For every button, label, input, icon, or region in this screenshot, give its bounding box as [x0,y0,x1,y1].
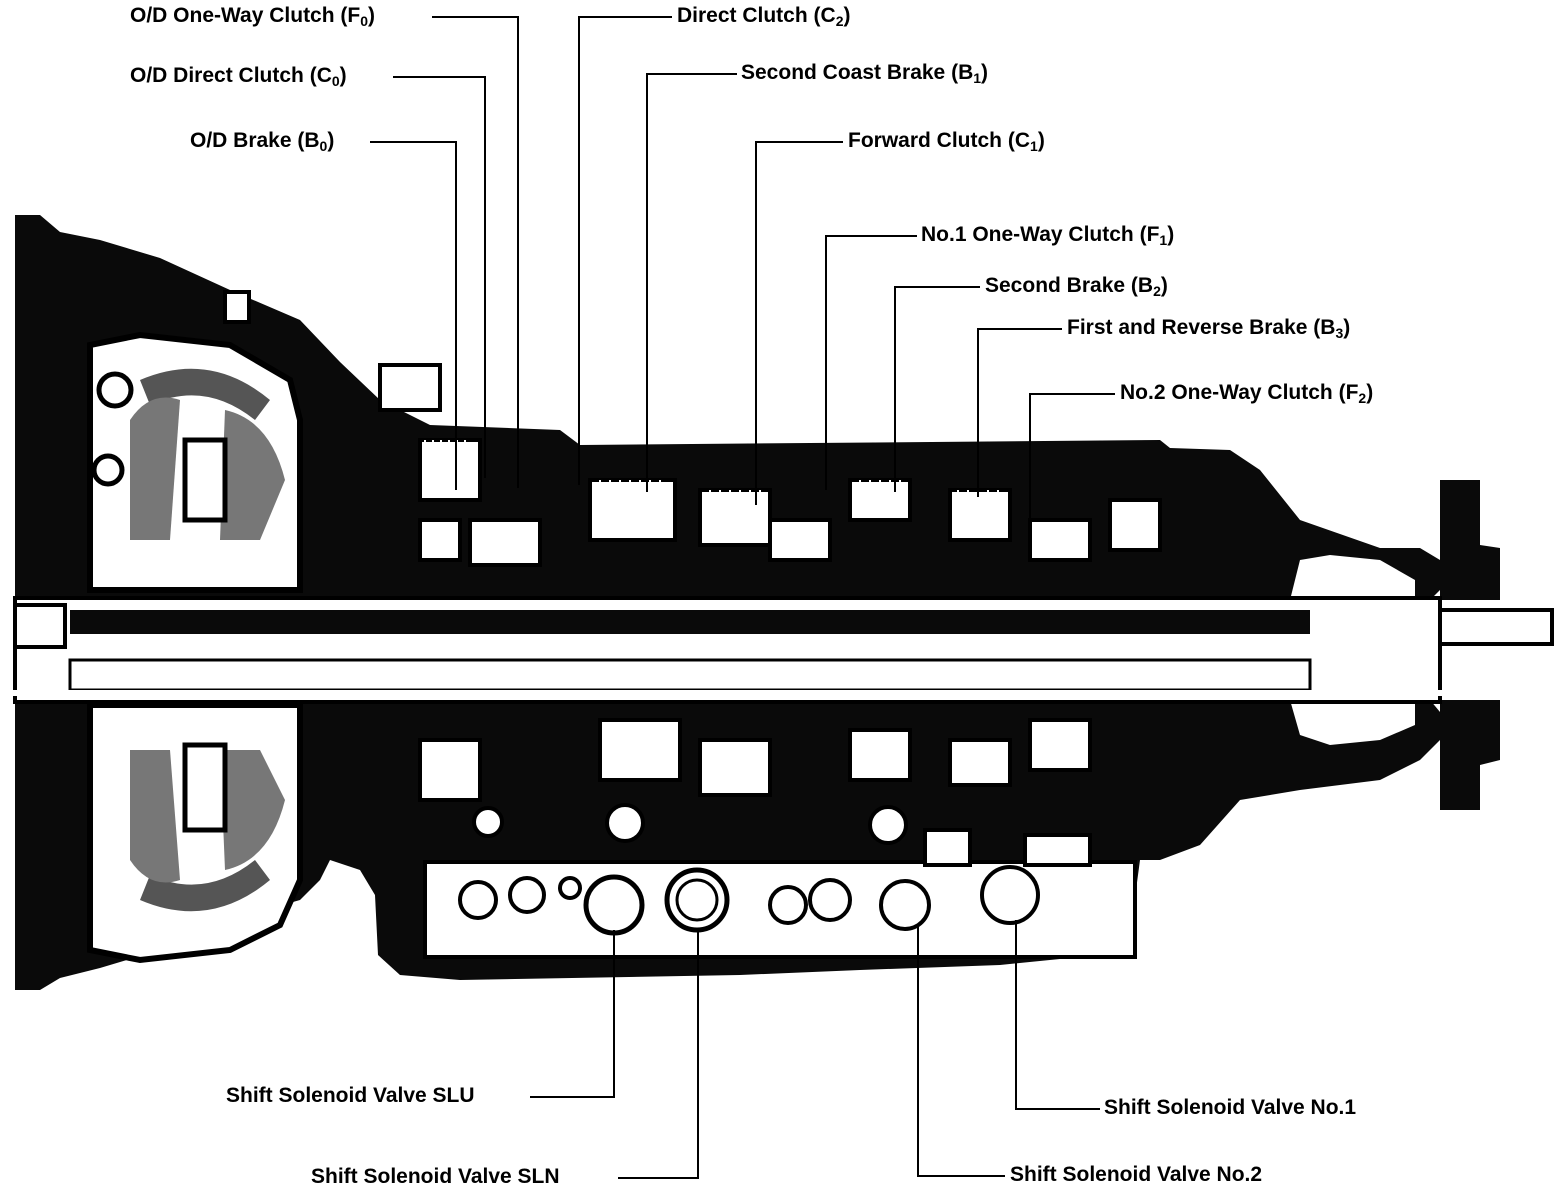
label-od-direct-clutch: O/D Direct Clutch (C0) [130,64,347,89]
main-shaft [0,596,1568,704]
leader-b2 [894,286,980,492]
leader-c0 [393,76,486,478]
label-forward-clutch: Forward Clutch (C1) [848,129,1045,154]
label-solenoid-sln: Shift Solenoid Valve SLN [311,1165,560,1188]
leader-b3 [977,328,1062,497]
label-od-one-way-clutch: O/D One-Way Clutch (F0) [130,4,376,29]
leader-no1 [1015,920,1100,1110]
label-no1-one-way-clutch: No.1 One-Way Clutch (F1) [921,223,1175,248]
leader-no2 [917,925,1005,1177]
label-solenoid-slu: Shift Solenoid Valve SLU [226,1084,475,1107]
label-od-brake: O/D Brake (B0) [190,129,335,154]
label-solenoid-no1: Shift Solenoid Valve No.1 [1104,1096,1357,1119]
leader-c2 [578,16,672,485]
solenoid-no2-body [879,879,931,931]
leader-slu [530,930,615,1098]
leader-b1 [646,73,737,492]
label-first-reverse-brake: First and Reverse Brake (B3) [1067,316,1351,341]
leader-lines [370,16,1115,1179]
label-second-coast-brake: Second Coast Brake (B1) [741,61,989,86]
solenoid-slu-body [583,874,645,936]
torque-converter [87,290,303,964]
solenoid-no1-body [980,865,1040,925]
leader-c1 [755,141,843,505]
label-direct-clutch: Direct Clutch (C2) [677,4,851,29]
leader-b0 [370,141,457,490]
leader-sln [618,930,699,1179]
label-second-brake: Second Brake (B2) [985,274,1168,299]
label-no2-one-way-clutch: No.2 One-Way Clutch (F2) [1120,381,1374,406]
clutch-packs [424,440,999,540]
label-solenoid-no2: Shift Solenoid Valve No.2 [1010,1163,1263,1186]
leader-f2 [1029,393,1115,520]
leader-f0 [432,16,519,488]
leader-f1 [825,235,917,490]
